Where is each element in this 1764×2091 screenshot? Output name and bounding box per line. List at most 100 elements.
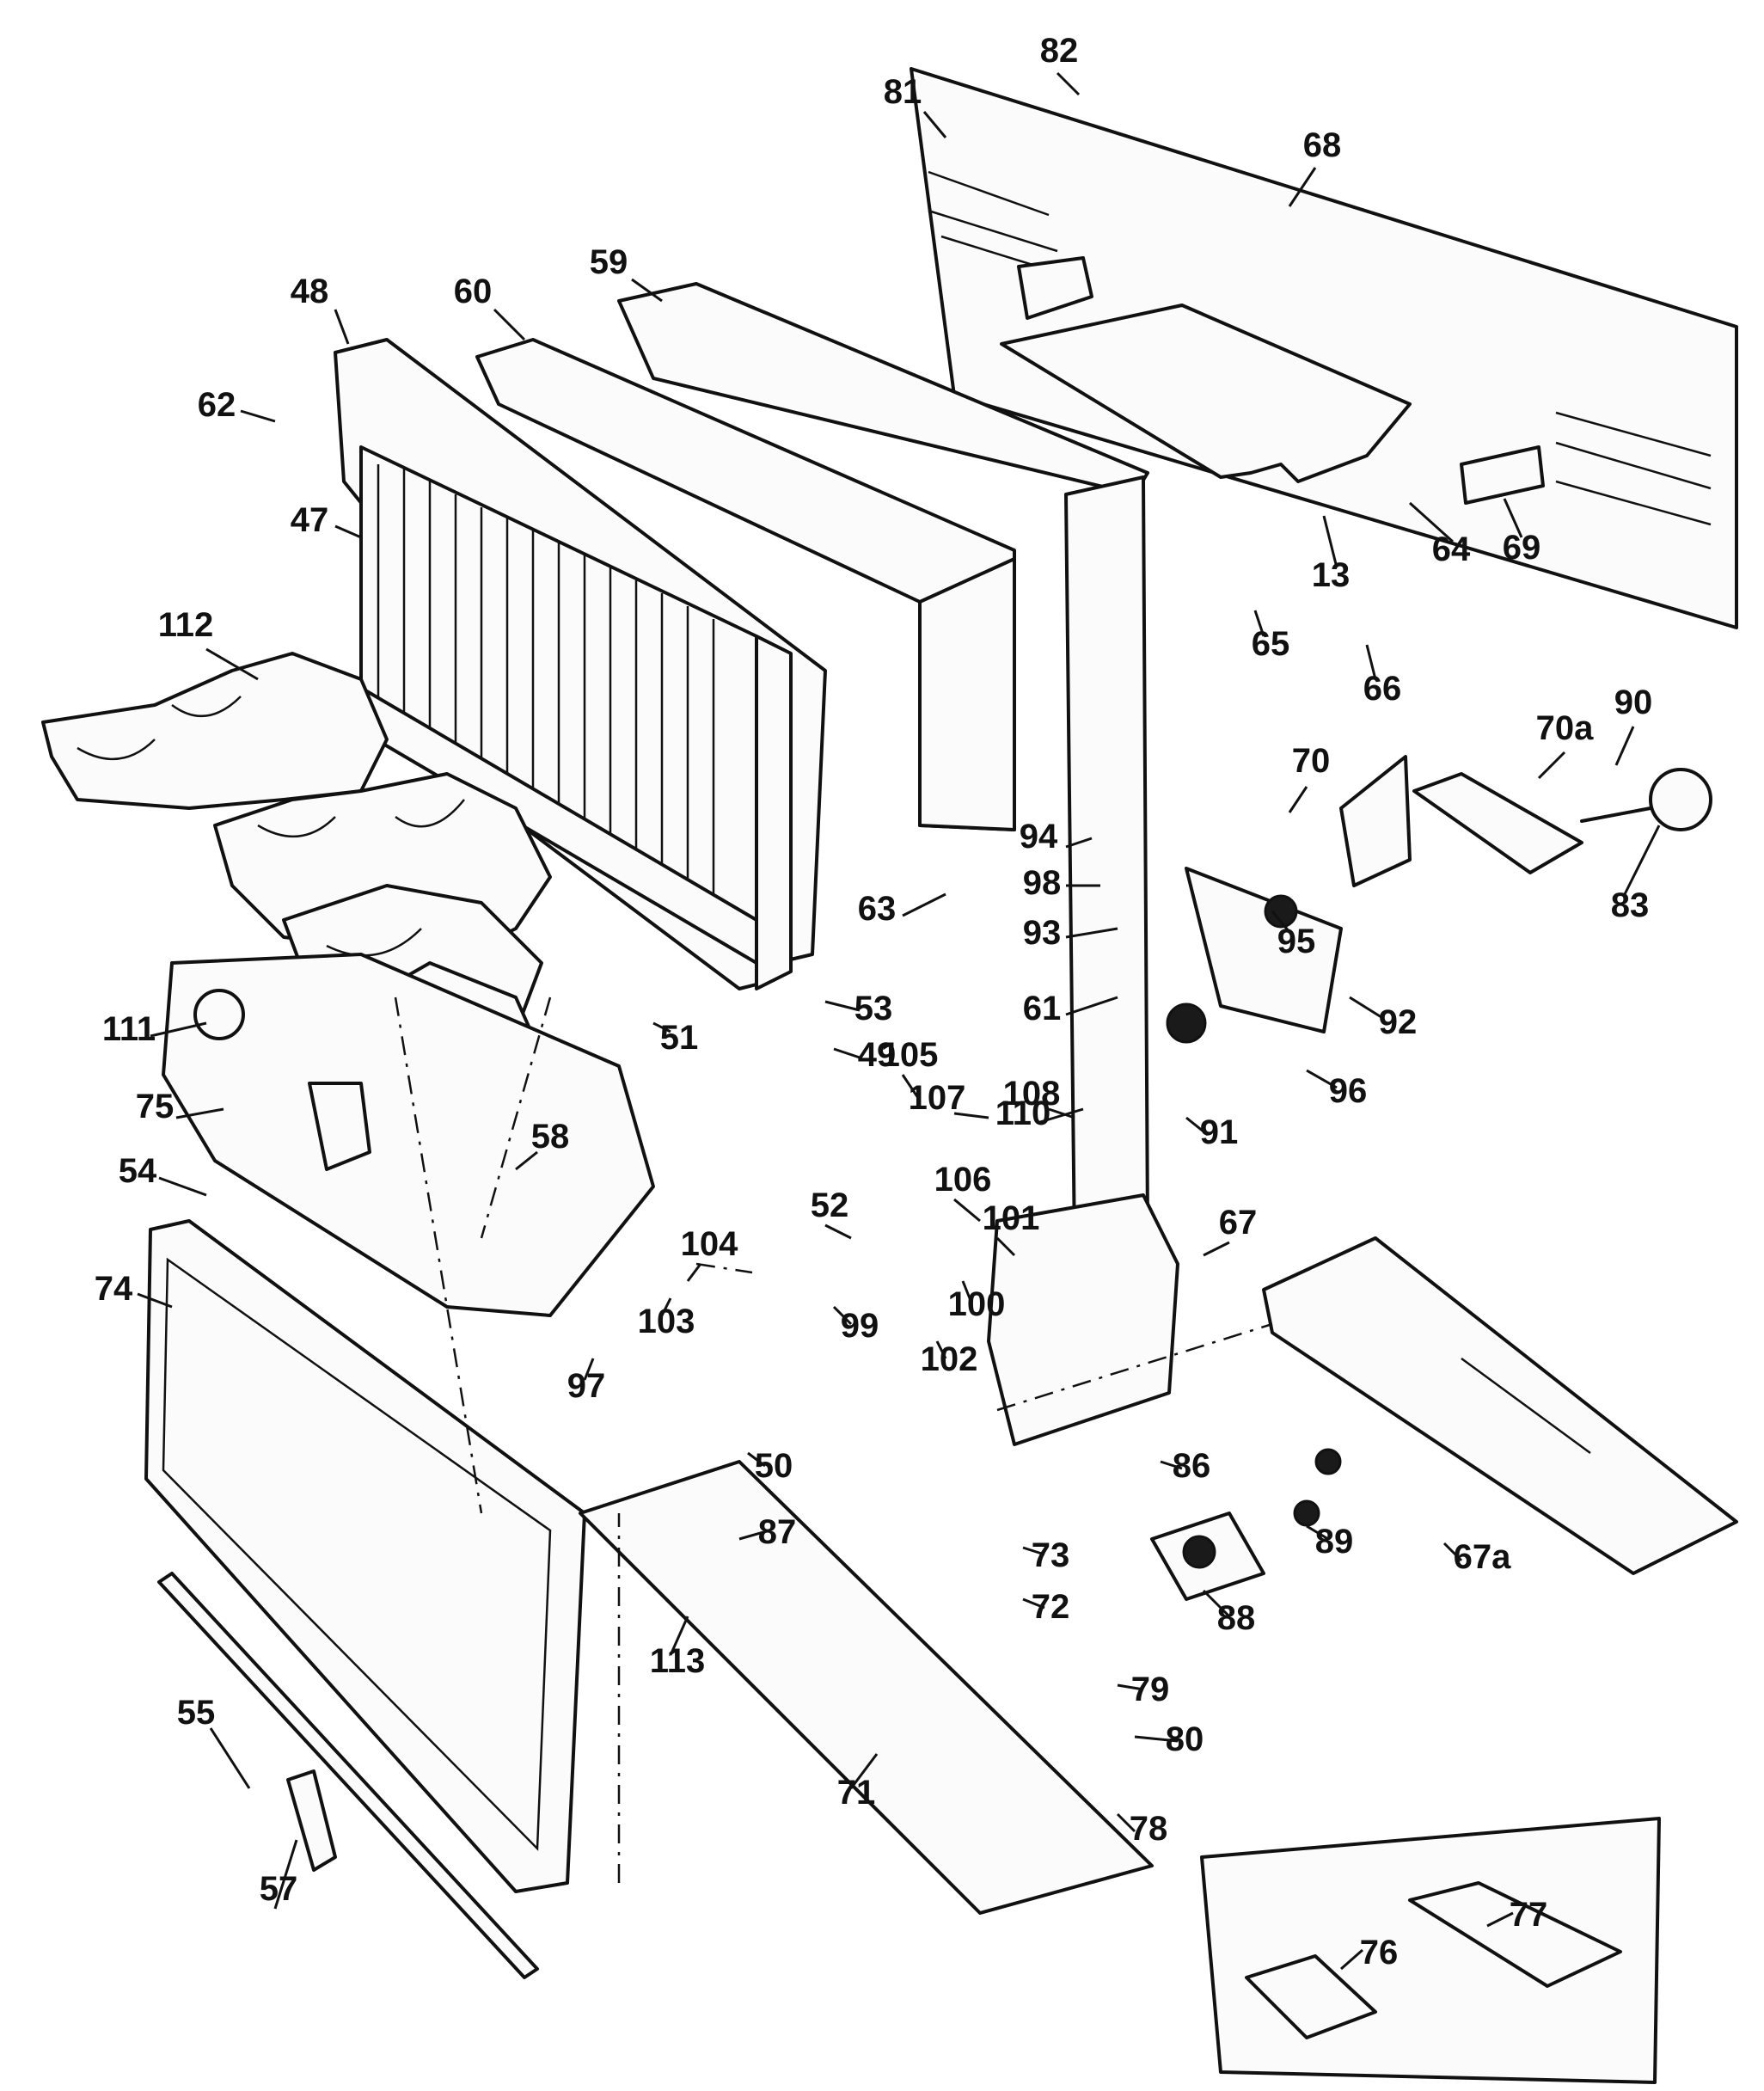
leader-line [902,892,946,917]
leader-line [953,1198,981,1223]
leader-line [150,1021,207,1038]
callout-67a: 67a [1454,1538,1511,1576]
assembly-guides [394,996,1273,1883]
leader-line [493,308,526,341]
leader-line [1408,501,1455,543]
callout-73: 73 [1032,1536,1070,1574]
leader-line [1623,825,1661,895]
callout-99: 99 [841,1307,879,1345]
top-shelf [1000,304,1412,483]
leader-line [747,1451,766,1468]
callout-111: 111 [102,1010,156,1048]
callout-91: 91 [1200,1113,1239,1151]
callout-83: 83 [1611,886,1650,924]
leader-line [922,111,947,138]
leader-line [824,1000,861,1012]
leader-line [1340,1948,1363,1971]
leader-line [1039,1107,1084,1124]
callout-87: 87 [758,1513,797,1551]
leader-line [334,524,362,539]
glass-door [144,1219,586,1893]
heat-exchanger [334,338,827,990]
control-assembly [1166,755,1712,1044]
callout-60: 60 [454,273,493,310]
leader-line [1117,1683,1144,1691]
leader-line [1065,996,1118,1016]
callout-112: 112 [158,606,214,644]
leader-line [1322,515,1338,568]
callout-93: 93 [1023,914,1062,952]
leader-line [935,1340,947,1359]
callout-labels: 8281685960486247641369656670a90709498936… [95,32,1653,1971]
leader-line [738,1529,770,1541]
leader-line [515,1150,538,1171]
callout-leaders [137,71,1661,1971]
callout-102: 102 [921,1340,978,1378]
callout-62: 62 [198,386,236,424]
leader-line [1065,927,1118,939]
callout-106: 106 [934,1161,992,1199]
callout-74: 74 [95,1270,133,1308]
callout-57: 57 [260,1870,298,1908]
callout-89: 89 [1315,1523,1354,1561]
callout-70a: 70a [1536,709,1594,747]
callout-50: 50 [755,1447,793,1485]
leader-line [1486,1911,1514,1928]
callout-47: 47 [291,501,329,539]
callout-70: 70 [1292,742,1331,780]
leader-line [1022,1546,1045,1556]
callout-52: 52 [811,1187,849,1224]
leader-line [1503,498,1523,538]
inset-box [1200,1817,1661,2084]
leader-line [1116,1812,1136,1833]
callout-79: 79 [1131,1671,1170,1708]
leader-line [583,1358,595,1381]
leader-line [1271,911,1295,938]
leader-line [849,1753,879,1789]
base-plate [579,1460,1154,1915]
leader-line [901,1074,922,1101]
callout-90: 90 [1614,684,1653,721]
leader-line [686,1263,702,1282]
leader-line [833,1047,861,1059]
leader-line [1065,837,1093,849]
leader-line [209,1727,251,1789]
leader-line [1048,1107,1075,1119]
leader-line [652,1021,671,1033]
callout-98: 98 [1023,864,1062,902]
callout-82: 82 [1040,32,1079,70]
leader-line [953,1112,989,1119]
leader-line [824,1223,852,1240]
callout-75: 75 [136,1088,175,1125]
leader-line [1160,1460,1183,1470]
leader-line [631,278,663,303]
leader-line [334,309,350,345]
callout-63: 63 [858,890,897,928]
callout-77: 77 [1510,1896,1548,1934]
leader-line [1203,1241,1230,1257]
callout-80: 80 [1166,1720,1204,1758]
callout-88: 88 [1217,1599,1256,1637]
callout-54: 54 [119,1152,157,1190]
bracket [286,1769,337,1872]
leader-line [1306,1524,1329,1541]
leader-line [1134,1735,1179,1743]
callout-108: 108 [1003,1075,1061,1113]
leader-line [205,647,259,681]
callout-65: 65 [1252,625,1290,663]
leader-line [1442,1542,1463,1562]
callout-49: 49 [858,1036,897,1074]
callout-78: 78 [1130,1810,1168,1848]
leader-line [1614,726,1635,766]
leader-line [1365,644,1377,680]
leader-line [832,1305,853,1326]
callout-92: 92 [1379,1003,1418,1041]
callout-48: 48 [291,273,329,310]
callout-64: 64 [1432,530,1471,568]
gas-valve [1150,1448,1342,1601]
leader-line [1185,1116,1209,1137]
leader-line [158,1176,207,1197]
callout-94: 94 [1020,818,1058,855]
leader-line [1253,610,1265,637]
